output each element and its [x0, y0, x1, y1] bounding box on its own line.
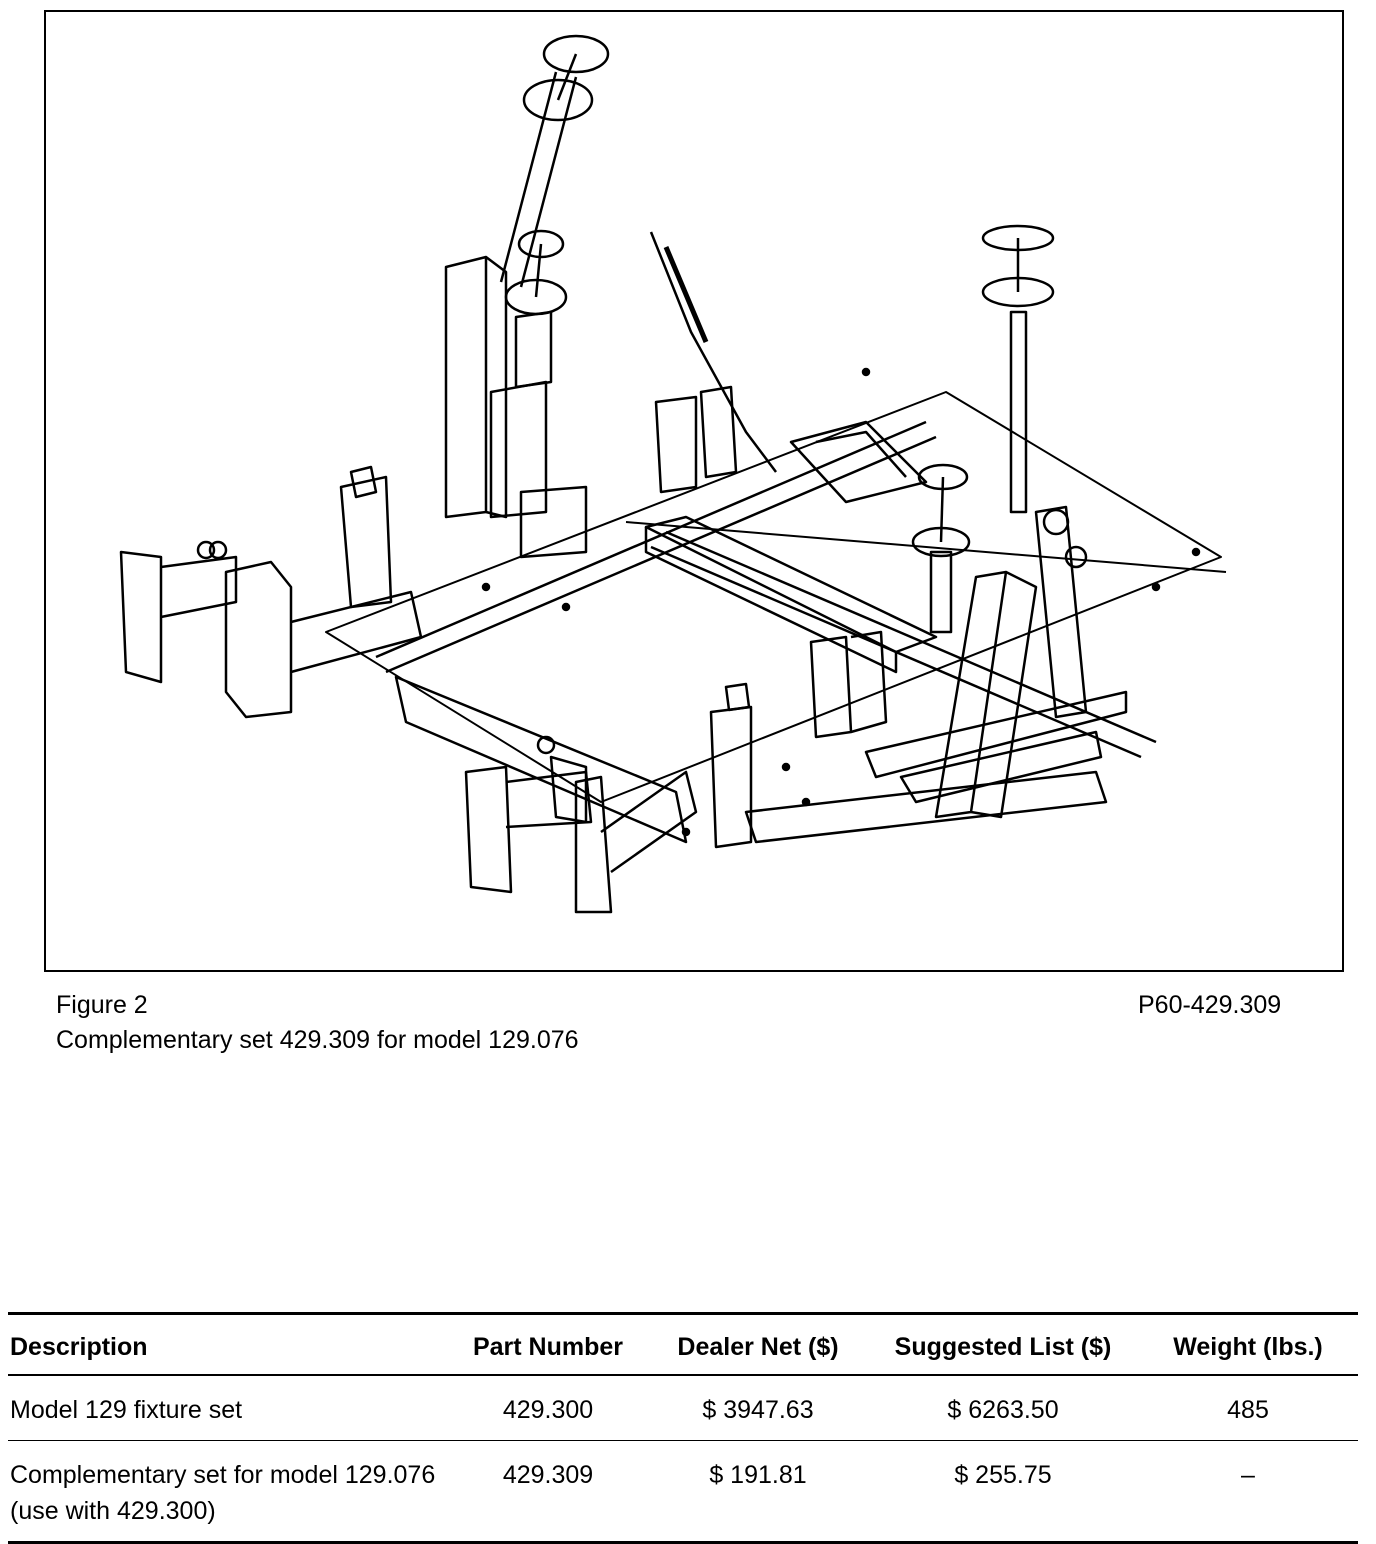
figure-frame	[44, 10, 1344, 972]
header-dealer-net: Dealer Net ($)	[677, 1333, 839, 1361]
header-suggested-list: Suggested List ($)	[894, 1333, 1112, 1361]
cell-description: Model 129 fixture set	[10, 1396, 243, 1424]
figure-label: Figure 2	[56, 991, 148, 1019]
cell-weight: 485	[1227, 1396, 1269, 1424]
cell-weight: –	[1241, 1461, 1255, 1489]
header-description: Description	[10, 1333, 148, 1361]
fixture-set-illustration	[119, 34, 1227, 914]
header-weight: Weight (lbs.)	[1173, 1333, 1323, 1361]
price-table: Description Part Number Dealer Net ($) S…	[8, 1312, 1358, 1544]
cell-description: Complementary set for model 129.076 (use…	[10, 1461, 436, 1525]
cell-part-number: 429.309	[502, 1461, 594, 1489]
figure-code: P60-429.309	[1138, 991, 1282, 1019]
cell-suggested-list: $ 255.75	[954, 1461, 1052, 1489]
table-header-row: Description Part Number Dealer Net ($) S…	[8, 1313, 1358, 1375]
figure-caption: Figure 2 Complementary set 429.309 for m…	[56, 988, 579, 1058]
cell-part-number: 429.300	[502, 1396, 594, 1424]
cell-dealer-net: $ 191.81	[709, 1461, 807, 1489]
cell-suggested-list: $ 6263.50	[947, 1396, 1059, 1424]
cell-dealer-net: $ 3947.63	[702, 1396, 814, 1424]
figure-caption-text: Complementary set 429.309 for model 129.…	[56, 1026, 579, 1054]
header-part-number: Part Number	[472, 1333, 624, 1361]
table-row: Model 129 fixture set 429.300 $ 3947.63 …	[8, 1375, 1358, 1441]
table-row: Complementary set for model 129.076 (use…	[8, 1441, 1358, 1543]
